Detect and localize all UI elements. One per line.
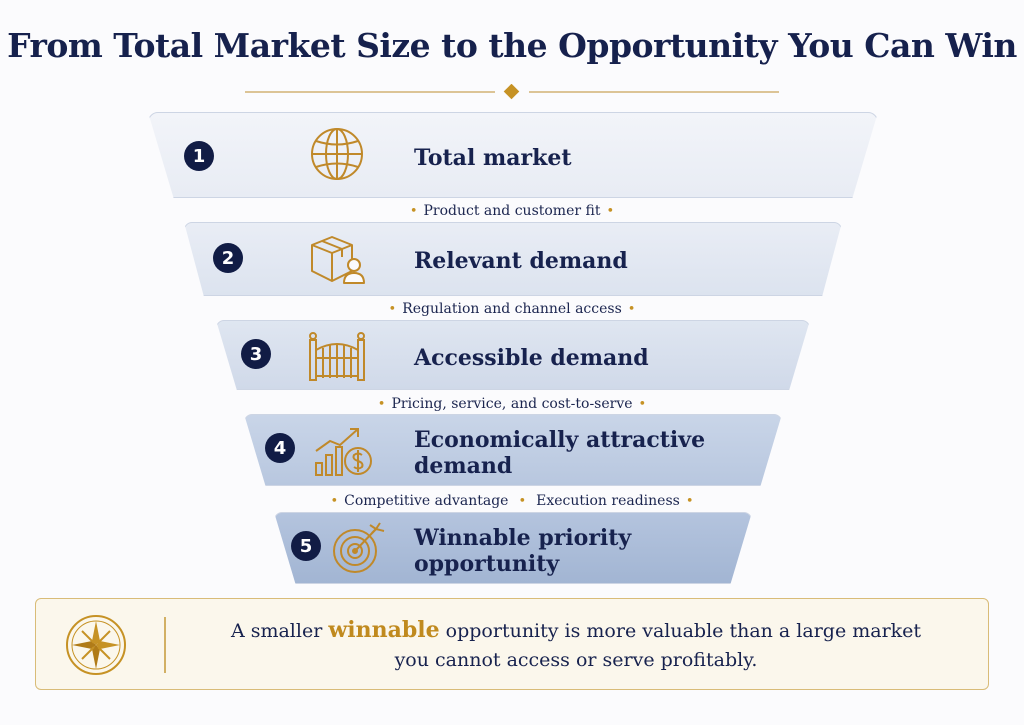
stage-label-5-line-1: Winnable priority	[414, 525, 632, 551]
stage-number-1: 1	[184, 141, 214, 171]
stage-label-2: Relevant demand	[414, 248, 628, 274]
funnel-stage-1	[148, 112, 878, 198]
funnel-stage-2	[184, 222, 842, 296]
filter-3: •Pricing, service, and cost-to-serve•	[377, 396, 647, 412]
title-divider	[245, 84, 779, 100]
callout-separator	[164, 617, 166, 673]
filter-1: •Product and customer fit•	[409, 203, 615, 219]
filter-4: •Competitive advantage•Execution readine…	[330, 493, 694, 509]
stage-label-4-line-1: Economically attractive	[414, 427, 706, 453]
callout-highlight: winnable	[328, 617, 440, 643]
stage-number-2: 2	[213, 243, 243, 273]
callout-text: A smaller winnable opportunity is more v…	[186, 616, 966, 675]
stage-number-5: 5	[291, 531, 321, 561]
bullet-dot: •	[409, 204, 418, 219]
growth-dollar-icon	[315, 428, 372, 476]
globe-icon	[311, 128, 363, 180]
funnel-stage-4	[244, 414, 782, 486]
bullet-dot: •	[330, 494, 339, 509]
stage-label-5-line-2: opportunity	[414, 551, 560, 577]
callout-line-1: A smaller winnable opportunity is more v…	[230, 617, 922, 643]
stage-number-4: 4	[265, 433, 295, 463]
stage-label-4: Economically attractive demand	[414, 427, 705, 479]
gate-icon	[309, 332, 365, 381]
bullet-dot: •	[627, 302, 636, 317]
bullet-dot: •	[518, 494, 527, 509]
stage-label-3: Accessible demand	[414, 345, 649, 371]
filter-2: •Regulation and channel access•	[388, 301, 636, 317]
stage-number-3: 3	[241, 339, 271, 369]
target-icon	[333, 522, 385, 573]
bullet-dot: •	[685, 494, 694, 509]
stage-label-5: Winnable priority opportunity	[414, 525, 631, 577]
bullet-dot: •	[377, 397, 386, 412]
key-insight-callout: A smaller winnable opportunity is more v…	[35, 598, 989, 690]
stage-label-4-line-2: demand	[414, 453, 513, 479]
bullet-dot: •	[638, 397, 647, 412]
callout-line-2: you cannot access or serve profitably.	[394, 649, 758, 671]
stage-label-1: Total market	[414, 145, 572, 171]
page-title: From Total Market Size to the Opportunit…	[7, 26, 1017, 65]
bullet-dot: •	[388, 302, 397, 317]
package-user-icon	[311, 236, 365, 284]
compass-star-icon	[66, 615, 126, 675]
bullet-dot: •	[606, 204, 615, 219]
